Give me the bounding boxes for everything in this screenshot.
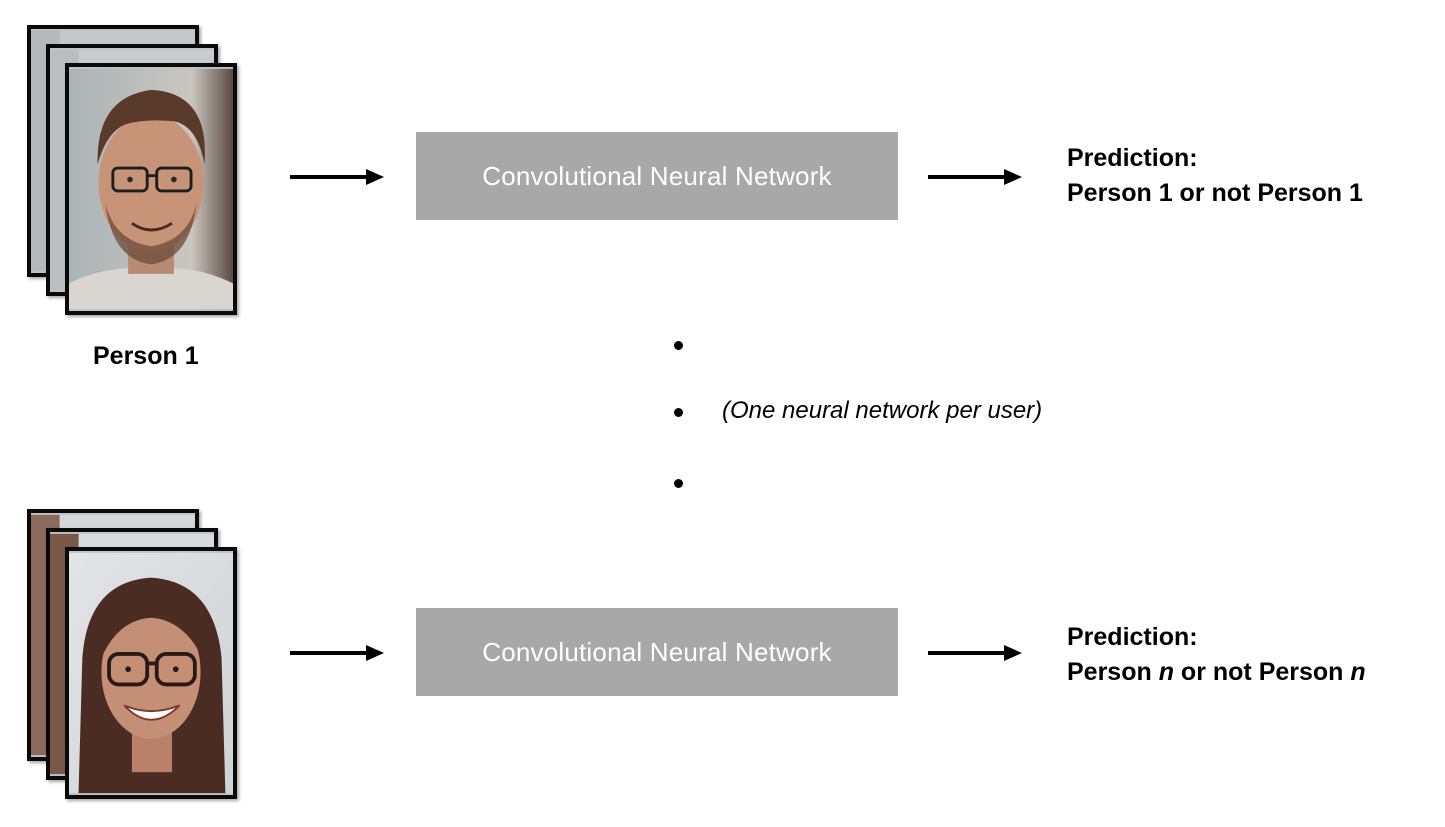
prediction-1-title: Prediction: [1067,144,1198,172]
person-1-photo-stack [27,25,252,325]
cnn-label-2: Convolutional Neural Network [482,636,832,667]
ellipsis-dot [674,408,683,417]
note-one-network-per-user: (One neural network per user) [722,397,1043,424]
prediction-2: Prediction: Person n or not Person n [1067,620,1366,690]
ellipsis-dot [674,341,683,350]
arrow-right-icon [290,169,384,185]
prediction-2-title: Prediction: [1067,623,1198,651]
output-arrow-1 [928,167,1023,187]
prediction-1-text: Person 1 or not Person 1 [1067,179,1363,207]
prediction-1: Prediction: Person 1 or not Person 1 [1067,141,1363,211]
input-arrow-2 [290,643,385,663]
arrow-right-icon [928,169,1022,185]
person-1-label: Person 1 [93,342,199,370]
cnn-label-1: Convolutional Neural Network [482,160,832,191]
arrow-right-icon [928,645,1022,661]
person-n-photo-stack [27,509,252,809]
photo-card-front [65,547,237,799]
cnn-box-2: Convolutional Neural Network [416,608,898,696]
man-face-photo [69,68,233,310]
cnn-box-1: Convolutional Neural Network [416,132,898,220]
prediction-2-text: Person n or not Person n [1067,658,1366,686]
photo-card-front [65,63,237,315]
woman-face-photo [69,552,233,794]
ellipsis-dot [674,479,683,488]
arrow-right-icon [290,645,384,661]
output-arrow-2 [928,643,1023,663]
input-arrow-1 [290,167,385,187]
